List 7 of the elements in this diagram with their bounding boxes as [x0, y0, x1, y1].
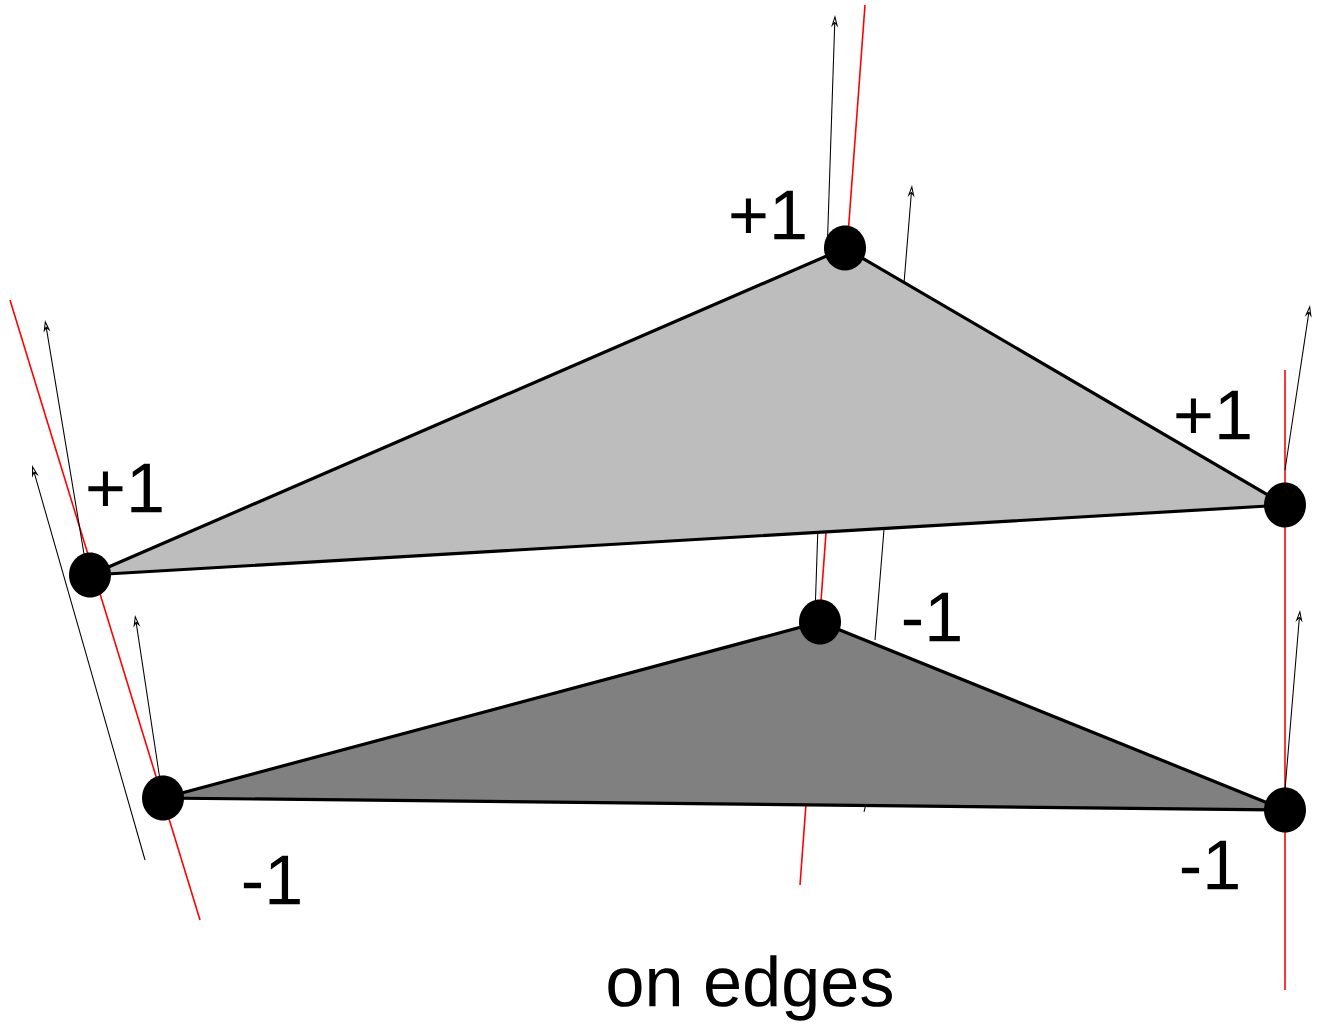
- vertex-label: +1: [88, 463, 162, 513]
- vertex-label: -1: [903, 592, 960, 642]
- vertex-label: +1: [731, 190, 805, 240]
- vertex-label: +1: [1176, 390, 1250, 440]
- vertex-label: -1: [243, 855, 300, 905]
- caption: on edges: [608, 955, 892, 1021]
- vertex-label: -1: [1181, 840, 1238, 890]
